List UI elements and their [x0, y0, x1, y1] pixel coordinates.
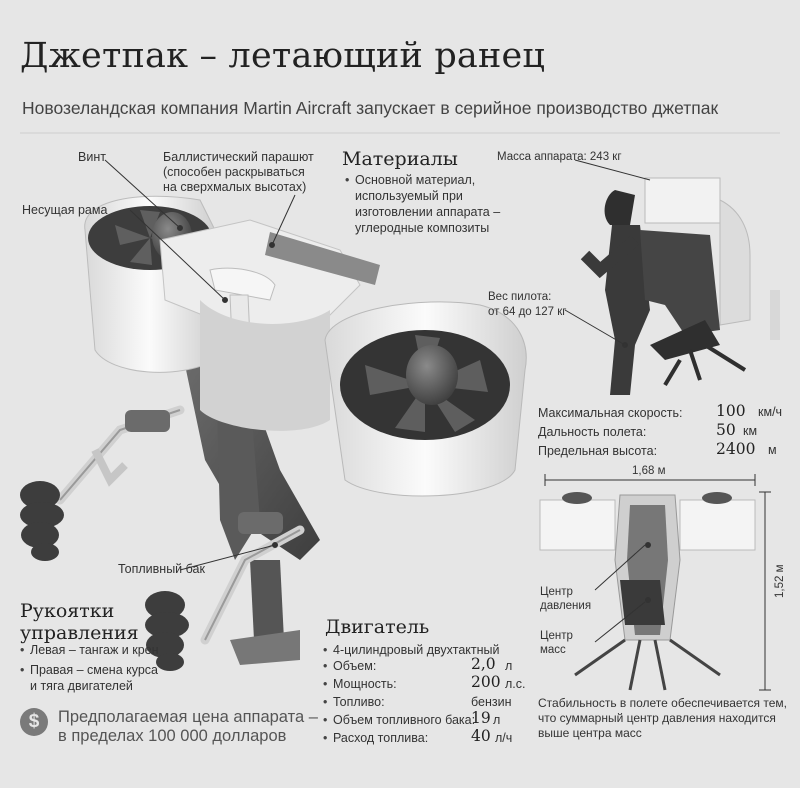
callout-fuel-tank: Топливный бак — [118, 562, 205, 576]
price-note: Предполагаемая цена аппарата – в предела… — [58, 708, 318, 745]
controls-item-left: Левая – тангаж и крен — [20, 642, 158, 658]
jetpack-front-view — [539, 474, 771, 691]
right-grip — [145, 591, 189, 671]
controls-heading: Рукоятки управления — [20, 600, 139, 644]
dimension-height: 1,52 м — [774, 564, 786, 598]
materials-text: Основной материал, используемый при изго… — [345, 172, 500, 236]
page-title: Джетпак – летающий ранец — [20, 36, 546, 76]
center-of-mass-label: Центр масс — [540, 630, 573, 656]
pilot-figure — [564, 159, 780, 395]
jetpack-main-view — [20, 159, 527, 671]
dollar-icon: $ — [20, 708, 48, 736]
controls-item-right: Правая – смена курса и тяга двигателей — [20, 662, 158, 694]
dimension-width: 1,68 м — [632, 465, 666, 477]
engine-type: 4-цилиндровый двухтактный — [323, 642, 500, 658]
callout-frame: Несущая рама — [22, 203, 108, 217]
performance-specs: Максимальная скорость: 100 км/ч Дальност… — [538, 402, 783, 458]
page-subtitle: Новозеландская компания Martin Aircraft … — [22, 98, 719, 118]
materials-heading: Материалы — [342, 148, 458, 170]
stability-note: Стабильность в полете обеспечивается тем… — [538, 696, 787, 740]
aircraft-mass: Масса аппарата: 243 кг — [497, 151, 622, 163]
left-grip — [20, 481, 64, 561]
engine-heading: Двигатель — [325, 616, 430, 638]
callout-parachute: Баллистический парашют (способен раскрыв… — [163, 150, 314, 194]
callout-vint: Винт — [78, 150, 106, 164]
pilot-weight: Вес пилота: от 64 до 127 кг — [488, 291, 567, 318]
center-of-pressure-label: Центр давления — [540, 586, 592, 612]
